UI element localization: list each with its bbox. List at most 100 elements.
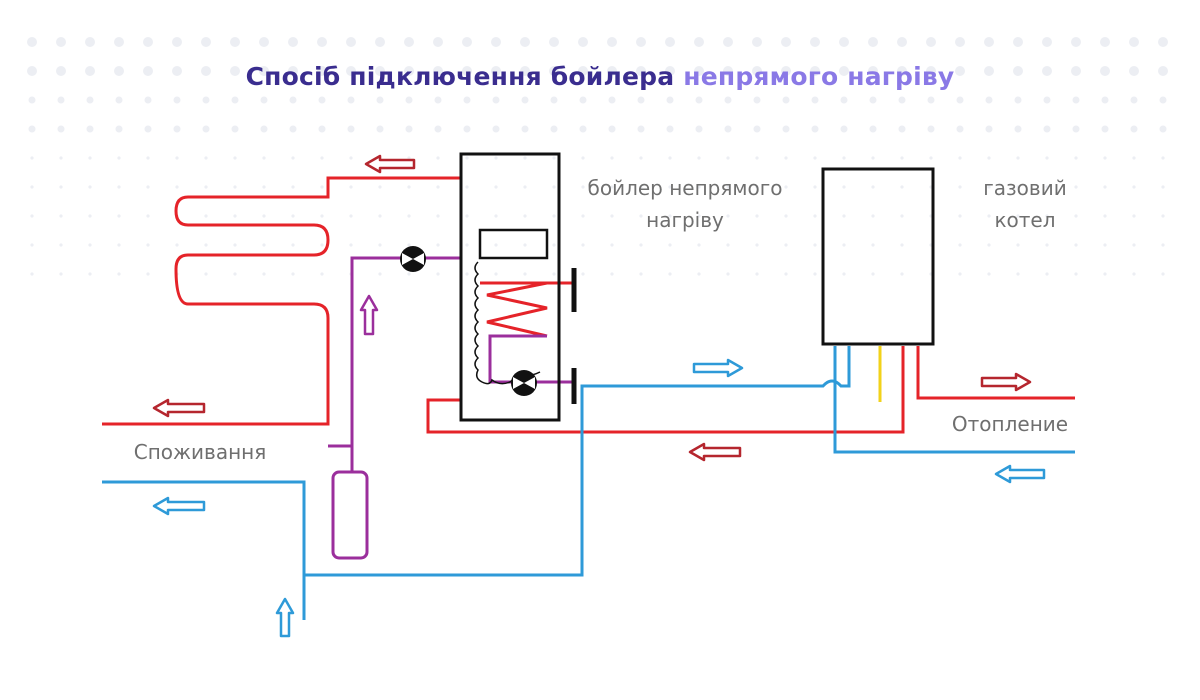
background-dot bbox=[695, 96, 703, 104]
background-dot bbox=[639, 272, 643, 276]
background-dot bbox=[958, 243, 962, 247]
background-dot bbox=[782, 125, 790, 133]
background-dot bbox=[549, 66, 559, 76]
background-dot bbox=[813, 272, 817, 276]
background-dot bbox=[579, 96, 587, 104]
boiler-label: бойлер непрямого нагріву bbox=[560, 172, 810, 236]
background-dot bbox=[552, 214, 556, 218]
arrow-up-icon bbox=[359, 294, 379, 336]
background-dot bbox=[755, 185, 759, 189]
background-dot bbox=[1072, 125, 1080, 133]
background-dot bbox=[202, 96, 210, 104]
background-dot bbox=[697, 214, 701, 218]
background-dot bbox=[784, 185, 788, 189]
background-dot bbox=[1016, 243, 1020, 247]
background-dot bbox=[1016, 272, 1020, 276]
background-dot bbox=[376, 125, 384, 133]
background-dot bbox=[610, 243, 614, 247]
background-dot bbox=[407, 185, 411, 189]
background-dot bbox=[202, 125, 210, 133]
background-dot bbox=[291, 156, 295, 160]
background-dot bbox=[291, 243, 295, 247]
background-dot bbox=[347, 125, 355, 133]
page-title: Спосіб підключення бойлера непрямого наг… bbox=[0, 62, 1200, 91]
background-dot bbox=[492, 96, 500, 104]
background-dot bbox=[494, 156, 498, 160]
background-dot bbox=[636, 66, 646, 76]
boiler-display bbox=[478, 228, 549, 260]
background-dot bbox=[668, 185, 672, 189]
background-dot bbox=[840, 125, 848, 133]
background-dot bbox=[1159, 96, 1167, 104]
background-dot bbox=[552, 243, 556, 247]
consumption-label: Споживання bbox=[133, 440, 267, 464]
background-dot bbox=[755, 272, 759, 276]
background-dot bbox=[407, 214, 411, 218]
background-dot bbox=[697, 185, 701, 189]
background-dot bbox=[462, 66, 472, 76]
background-dot bbox=[1013, 37, 1023, 47]
background-dot bbox=[1045, 272, 1049, 276]
boiler-heater-wire bbox=[474, 261, 541, 385]
background-dot bbox=[494, 243, 498, 247]
background-dot bbox=[871, 214, 875, 218]
background-dot bbox=[320, 156, 324, 160]
background-dot bbox=[260, 125, 268, 133]
background-dot bbox=[494, 214, 498, 218]
background-dot bbox=[639, 214, 643, 218]
background-dot bbox=[146, 214, 150, 218]
background-dot bbox=[897, 37, 907, 47]
background-dot bbox=[665, 37, 675, 47]
background-dot bbox=[291, 185, 295, 189]
background-dot bbox=[262, 214, 266, 218]
background-dot bbox=[784, 243, 788, 247]
background-dot bbox=[262, 156, 266, 160]
background-dot bbox=[59, 214, 63, 218]
background-dot bbox=[520, 66, 530, 76]
background-dot bbox=[898, 96, 906, 104]
background-dot bbox=[288, 37, 298, 47]
background-dot bbox=[839, 66, 849, 76]
background-dot bbox=[552, 272, 556, 276]
background-dot bbox=[1103, 185, 1107, 189]
background-dot bbox=[636, 37, 646, 47]
background-dot bbox=[320, 272, 324, 276]
gas-boiler-label: газовий котел bbox=[955, 172, 1095, 236]
background-dot bbox=[434, 96, 442, 104]
background-dot bbox=[581, 156, 585, 160]
arrow-right-icon bbox=[692, 358, 744, 378]
background-dot bbox=[465, 214, 469, 218]
background-dot bbox=[956, 96, 964, 104]
background-dot bbox=[784, 214, 788, 218]
background-dot bbox=[143, 37, 153, 47]
boiler-return-pipe bbox=[833, 346, 1075, 454]
background-dot bbox=[463, 96, 471, 104]
background-dot bbox=[289, 125, 297, 133]
background-dot bbox=[810, 66, 820, 76]
background-dot bbox=[407, 243, 411, 247]
background-dot bbox=[552, 156, 556, 160]
background-dot bbox=[88, 185, 92, 189]
background-dot bbox=[1158, 66, 1168, 76]
background-dot bbox=[146, 156, 150, 160]
background-dot bbox=[523, 185, 527, 189]
background-dot bbox=[523, 272, 527, 276]
background-dot bbox=[436, 185, 440, 189]
background-dot bbox=[27, 37, 37, 47]
background-dot bbox=[1158, 37, 1168, 47]
background-dot bbox=[259, 66, 269, 76]
background-dot bbox=[607, 66, 617, 76]
background-dot bbox=[1161, 185, 1165, 189]
background-dot bbox=[668, 156, 672, 160]
background-dot bbox=[115, 96, 123, 104]
background-dot bbox=[900, 156, 904, 160]
background-dot bbox=[926, 66, 936, 76]
background-dot bbox=[1161, 243, 1165, 247]
background-dot bbox=[146, 243, 150, 247]
background-dot bbox=[1074, 272, 1078, 276]
background-dot bbox=[926, 37, 936, 47]
background-dot bbox=[668, 272, 672, 276]
background-dot bbox=[1159, 125, 1167, 133]
background-dot bbox=[520, 37, 530, 47]
background-dot bbox=[869, 96, 877, 104]
